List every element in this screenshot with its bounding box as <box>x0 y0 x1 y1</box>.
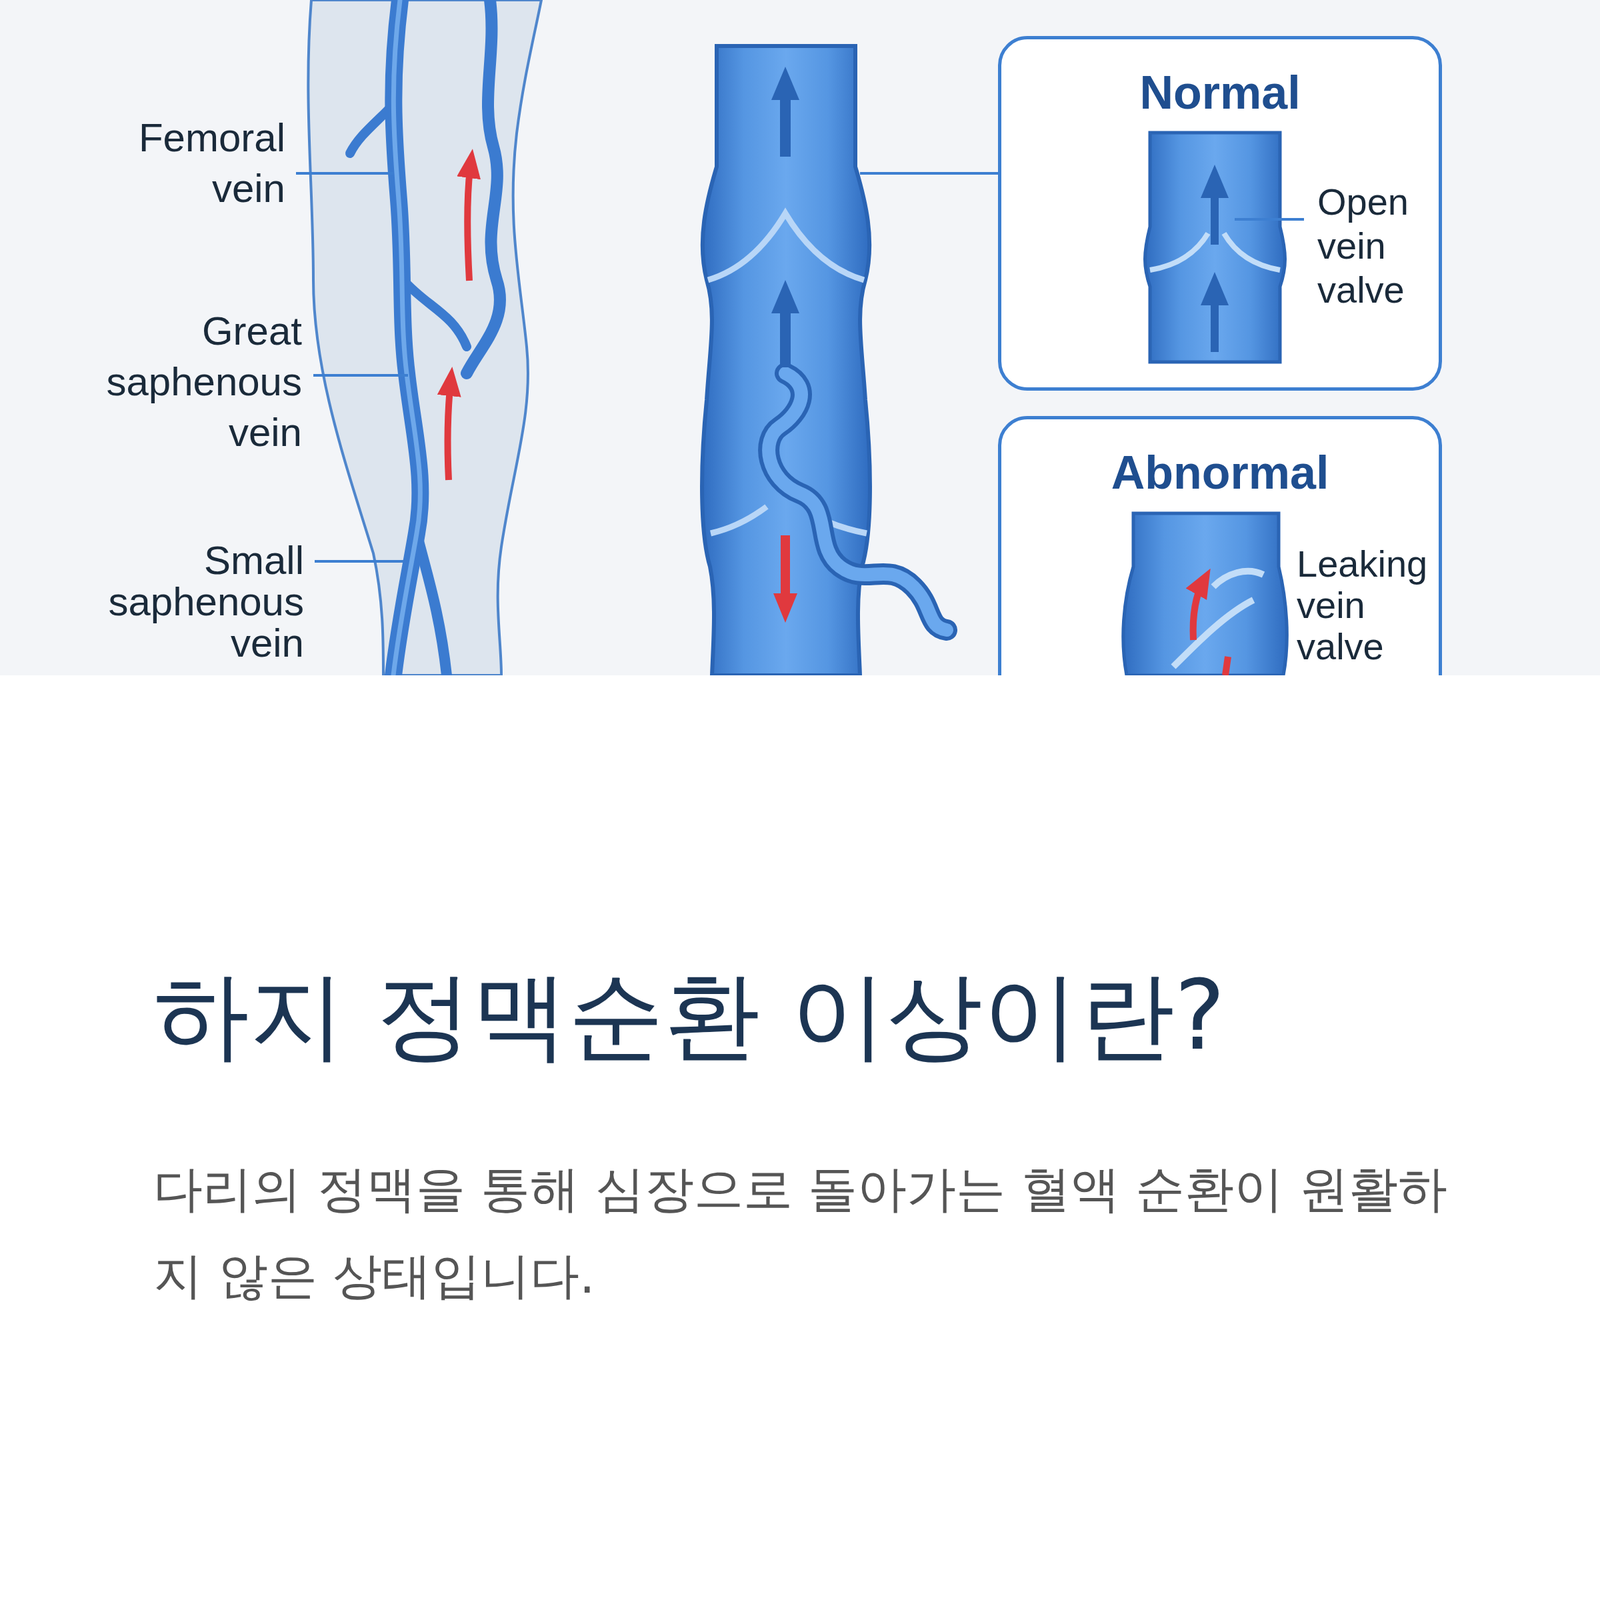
leaking-valve <box>1213 571 1264 587</box>
leader-line <box>1234 218 1304 221</box>
illustration-panel: NormalOpen vein valveAbnormalLeaking vei… <box>0 0 1600 676</box>
great-saphenous-vein <box>393 0 420 676</box>
vein-name-label: Small saphenous vein <box>90 540 304 664</box>
leader-line <box>296 172 394 175</box>
reflux-arrow <box>1225 656 1228 676</box>
flow-arrow <box>467 163 471 281</box>
leaking-valve <box>1173 600 1254 667</box>
flow-arrow <box>1210 181 1219 245</box>
leader-line <box>313 374 408 377</box>
reflux-arrow <box>1193 581 1204 640</box>
flow-arrow <box>780 296 791 368</box>
leaking-branch <box>768 373 947 630</box>
vein-valve <box>710 506 767 534</box>
flow-arrow <box>780 83 791 157</box>
vein <box>466 0 500 374</box>
open-valve <box>1150 233 1208 270</box>
vein-name-label: Femoral vein <box>72 112 286 214</box>
valve-label: Open vein valve <box>1317 180 1442 312</box>
leaking-branch <box>768 373 947 630</box>
vein-highlight <box>393 0 420 676</box>
vein-valve <box>708 213 864 280</box>
normal-vein <box>1145 132 1286 362</box>
flow-arrow <box>1210 288 1219 352</box>
vein-name-label: Great saphenous vein <box>88 306 302 458</box>
flow-arrow <box>448 381 451 480</box>
description-text: 다리의 정맥을 통해 심장으로 돌아가는 혈액 순환이 원활하지 않은 상태입니… <box>153 1145 1460 1319</box>
comparison-box: NormalOpen vein valve <box>998 36 1442 391</box>
reflux-arrow <box>780 535 790 608</box>
open-valve <box>1224 233 1280 270</box>
leader-line <box>860 172 998 175</box>
comparison-box: AbnormalLeaking vein valve <box>998 416 1442 676</box>
leader-line <box>314 560 404 563</box>
leg-veins <box>350 0 500 676</box>
box-ground <box>999 417 1441 676</box>
box-heading: Normal <box>1001 66 1439 120</box>
box-heading: Abnormal <box>1001 446 1439 500</box>
box-ground <box>999 37 1441 390</box>
leg-outline <box>308 0 542 676</box>
vein <box>403 280 467 347</box>
abnormal-vein <box>1123 513 1288 676</box>
valve-label: Leaking vein valve <box>1296 543 1438 668</box>
page-title: 하지 정맥순환 이상이란? <box>153 958 1226 1074</box>
